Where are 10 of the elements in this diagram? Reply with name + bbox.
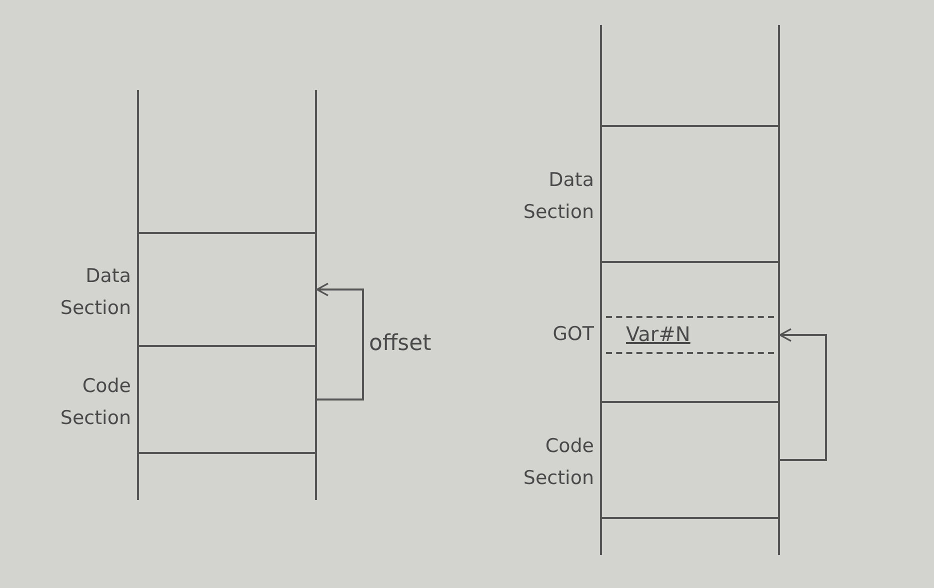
arrow [316, 282, 364, 400]
memory-entry [606, 316, 774, 354]
entry-label: Var#N [626, 322, 690, 346]
section-label: Code Section [59, 374, 131, 430]
section-label: Code Section [522, 434, 594, 491]
edge-label: offset [369, 330, 432, 356]
arrow [779, 328, 827, 461]
section-label: GOT [552, 322, 594, 347]
section-label: Data Section [59, 264, 131, 320]
section-label: Data Section [522, 168, 594, 225]
